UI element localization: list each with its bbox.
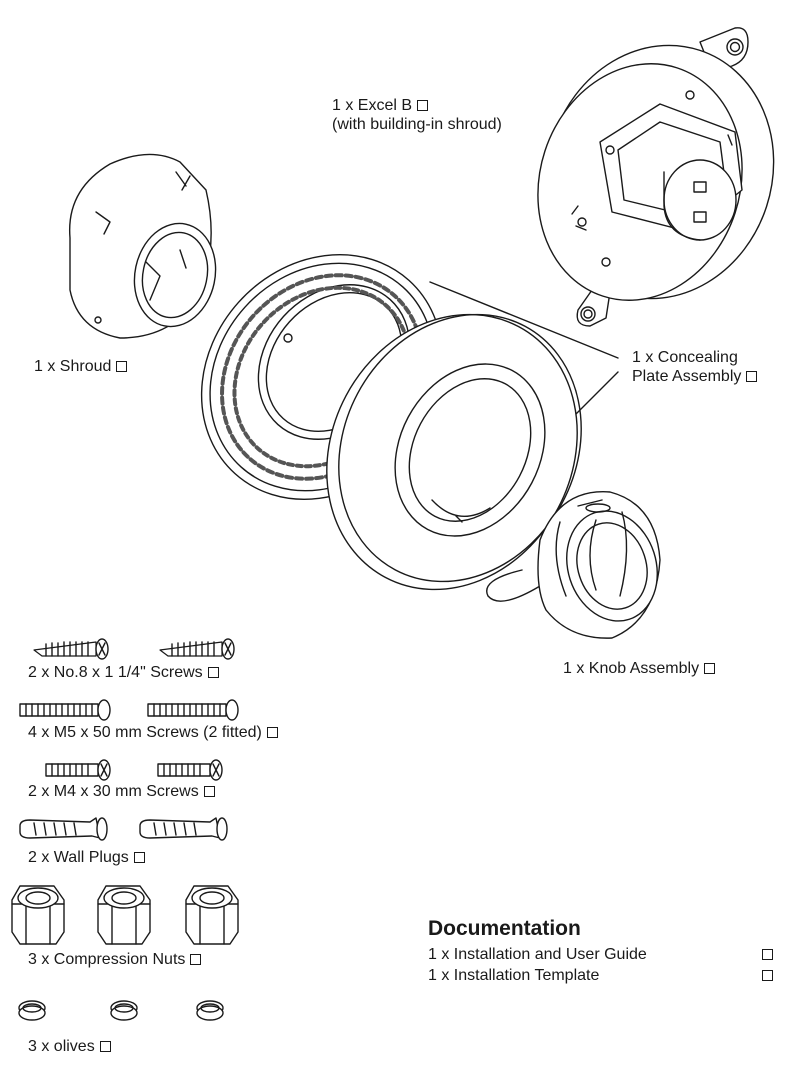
screws-m4-label-text: 2 x M4 x 30 mm Screws — [28, 783, 199, 800]
excel-b-label: 1 x Excel B (with building-in shroud) — [332, 96, 502, 134]
shroud-label: 1 x Shroud — [34, 357, 128, 376]
screws-m4-label: 2 x M4 x 30 mm Screws — [28, 782, 215, 801]
shroud-label-text: 1 x Shroud — [34, 358, 112, 375]
screws-no8-label-text: 2 x No.8 x 1 1/4" Screws — [28, 664, 203, 681]
knob-label-text: 1 x Knob Assembly — [563, 660, 700, 677]
concealing-plate-drawing — [326, 313, 582, 591]
concealing-plate-sublabel: Plate Assembly — [632, 368, 742, 385]
screw-no8-pair-drawing — [33, 638, 235, 660]
screws-m5-checkbox[interactable] — [266, 727, 278, 738]
shroud-drawing — [68, 153, 217, 339]
olives-label-text: 3 x olives — [28, 1038, 95, 1055]
compression-nuts-label-text: 3 x Compression Nuts — [28, 951, 186, 968]
doc-item-label: 1 x Installation and User Guide — [428, 946, 647, 963]
screws-m5-label: 4 x M5 x 50 mm Screws (2 fitted) — [28, 723, 278, 742]
wall-plug-pair-drawing — [19, 817, 228, 841]
shroud-checkbox[interactable] — [116, 361, 128, 372]
knob-drawing — [486, 491, 661, 639]
excel-b-checkbox[interactable] — [417, 100, 429, 111]
screws-m4-checkbox[interactable] — [203, 786, 215, 797]
doc-item-label: 1 x Installation Template — [428, 967, 600, 984]
concealing-plate-label: 1 x Concealing Plate Assembly — [632, 348, 758, 386]
screw-m5-pair-drawing — [19, 699, 239, 721]
olives-checkbox[interactable] — [99, 1041, 111, 1052]
documentation-title: Documentation — [428, 917, 581, 940]
wall-plugs-checkbox[interactable] — [133, 852, 145, 863]
screws-m5-label-text: 4 x M5 x 50 mm Screws (2 fitted) — [28, 724, 262, 741]
wall-plugs-label: 2 x Wall Plugs — [28, 848, 145, 867]
knob-label: 1 x Knob Assembly — [563, 659, 716, 678]
wall-plugs-label-text: 2 x Wall Plugs — [28, 849, 129, 866]
knob-checkbox[interactable] — [704, 663, 716, 674]
olive-set-drawing — [18, 1000, 224, 1021]
compression-nuts-checkbox[interactable] — [190, 954, 202, 965]
excel-b-valve-drawing — [537, 27, 775, 327]
screws-no8-label: 2 x No.8 x 1 1/4" Screws — [28, 663, 219, 682]
screws-no8-checkbox[interactable] — [207, 667, 219, 678]
olives-label: 3 x olives — [28, 1037, 111, 1056]
screw-m4-pair-drawing — [45, 759, 223, 781]
doc-item-checkbox[interactable] — [762, 949, 773, 960]
concealing-plate-label-text: 1 x Concealing — [632, 349, 738, 366]
excel-b-sublabel: (with building-in shroud) — [332, 116, 502, 133]
excel-b-label-text: 1 x Excel B — [332, 97, 413, 114]
compression-nuts-label: 3 x Compression Nuts — [28, 950, 202, 969]
doc-item-checkbox[interactable] — [762, 970, 773, 981]
concealing-plate-checkbox[interactable] — [746, 371, 758, 382]
compression-nut-set-drawing — [11, 885, 239, 945]
